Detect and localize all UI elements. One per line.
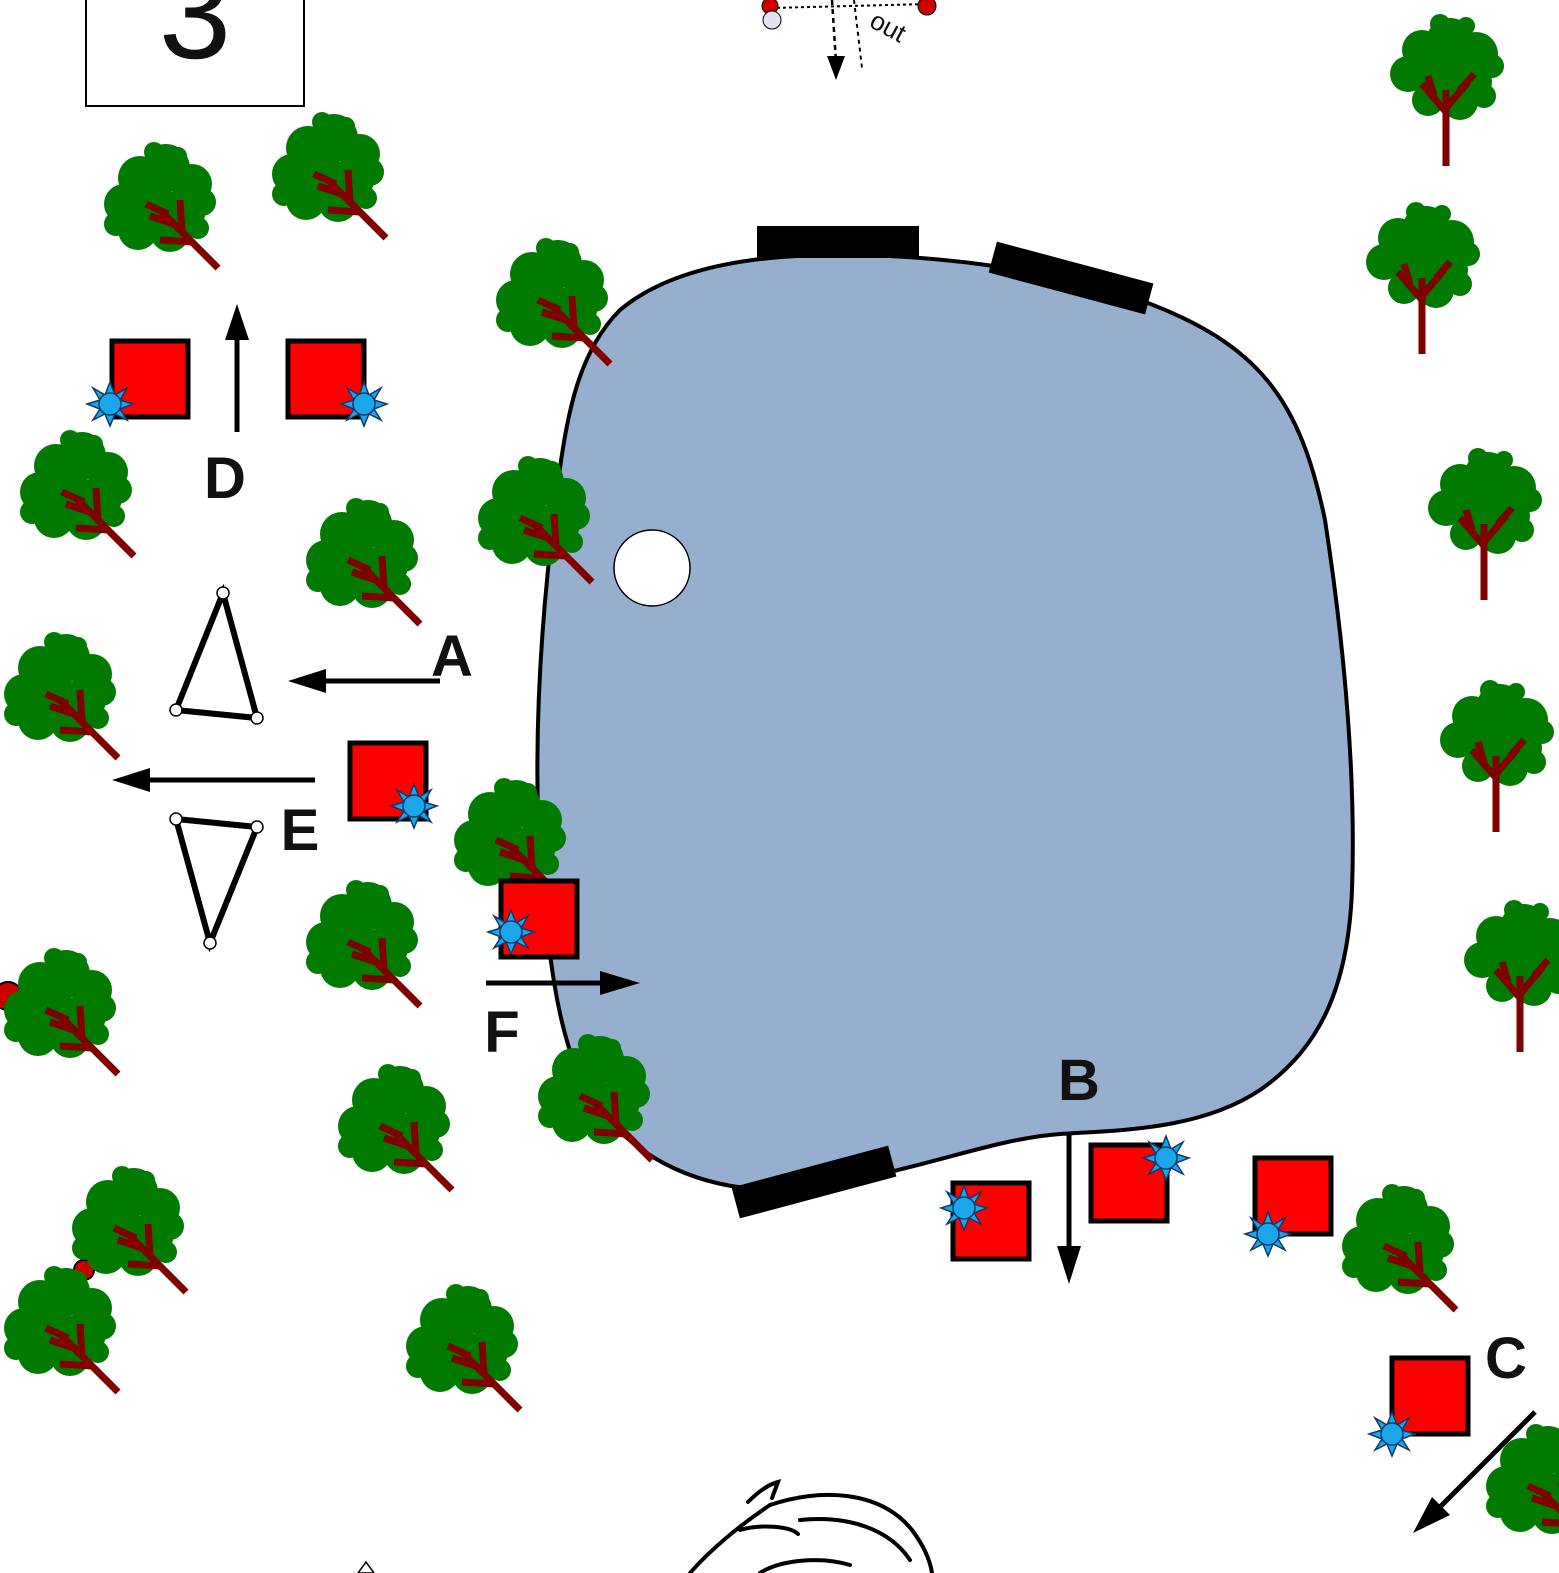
direction-arrow-icon xyxy=(1438,1410,1537,1509)
tree-icon xyxy=(4,632,118,758)
tree-icon xyxy=(496,238,610,364)
jump-box-icon xyxy=(86,341,188,427)
marker-label-c: C xyxy=(1485,1326,1527,1391)
jump-box-icon xyxy=(940,1183,1029,1259)
tree-icon xyxy=(4,1266,118,1392)
tree-icon xyxy=(1366,202,1480,354)
jump-box-icon xyxy=(1244,1158,1331,1257)
course-number-box: 3 xyxy=(85,0,305,107)
direction-arrows xyxy=(112,304,1537,1533)
tree-icon xyxy=(306,880,420,1006)
triangle-jumps xyxy=(171,583,262,953)
tree-icon xyxy=(1486,1424,1559,1550)
tree-icon xyxy=(1390,14,1504,166)
tree-icon xyxy=(1440,680,1554,832)
tree-icon xyxy=(1464,900,1559,1052)
out-label: out xyxy=(865,5,912,49)
horse-logo-icon xyxy=(688,1479,934,1573)
marker-label-b: B xyxy=(1058,1048,1100,1113)
tree-icon xyxy=(338,1064,452,1190)
jump-box-icon xyxy=(487,881,577,957)
marker-label-d: D xyxy=(204,446,246,511)
marker-label-a: A xyxy=(431,624,473,689)
tree-icon xyxy=(306,498,420,624)
jump-box-icon xyxy=(1091,1135,1190,1221)
tree-icon xyxy=(1342,1184,1456,1310)
start-gate-icon: out xyxy=(761,0,937,80)
tree-icon xyxy=(20,430,134,556)
tree-icon xyxy=(1428,448,1542,600)
tree-icon xyxy=(406,1284,520,1410)
bank-barriers xyxy=(731,226,1154,1219)
jump-box-icon xyxy=(350,743,438,829)
jump-box-icon xyxy=(288,341,388,427)
tree-icon xyxy=(272,112,386,238)
marker-label-f: F xyxy=(484,1000,519,1065)
course-number: 3 xyxy=(159,0,231,86)
lake xyxy=(535,252,1355,1193)
marker-label-e: E xyxy=(281,798,320,863)
jump-box-icon xyxy=(1368,1358,1468,1457)
tree-icon xyxy=(4,948,118,1074)
tree-icon xyxy=(104,142,218,268)
water-marker xyxy=(613,529,691,607)
